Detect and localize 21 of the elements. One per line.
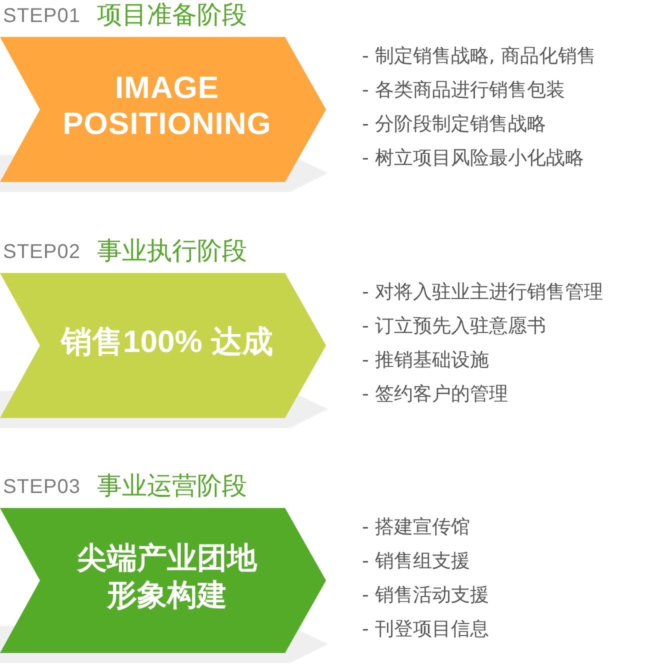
chevron-label: 销售100% 达成: [61, 324, 273, 360]
list-item: - 销售活动支援: [362, 583, 489, 608]
step-title: 事业执行阶段: [97, 237, 247, 265]
list-item: - 订立预先入驻意愿书: [362, 314, 546, 339]
step-title: 项目准备阶段: [97, 1, 247, 29]
list-item: - 签约客户的管理: [362, 382, 508, 407]
list-item: - 分阶段制定销售战略: [362, 112, 546, 137]
step-title: 事业运营阶段: [97, 472, 247, 500]
list-item: - 各类商品进行销售包装: [362, 78, 565, 103]
list-item: - 刊登项目信息: [362, 617, 489, 642]
step-label: STEP03: [3, 475, 80, 500]
list-item: - 树立项目风险最小化战略: [362, 146, 584, 171]
list-item: - 推销基础设施: [362, 348, 489, 373]
step-label: STEP02: [3, 240, 80, 265]
list-item: - 对将入驻业主进行销售管理: [362, 280, 603, 305]
list-item: - 搭建宣传馆: [362, 515, 470, 540]
list-item: - 销售组支援: [362, 549, 470, 574]
chevron-label: 尖端产业团地形象构建: [76, 540, 258, 614]
chevron-label: IMAGE POSITIONING: [62, 70, 272, 142]
step-label: STEP01: [3, 4, 80, 29]
list-item: - 制定销售战略, 商品化销售: [362, 44, 596, 69]
